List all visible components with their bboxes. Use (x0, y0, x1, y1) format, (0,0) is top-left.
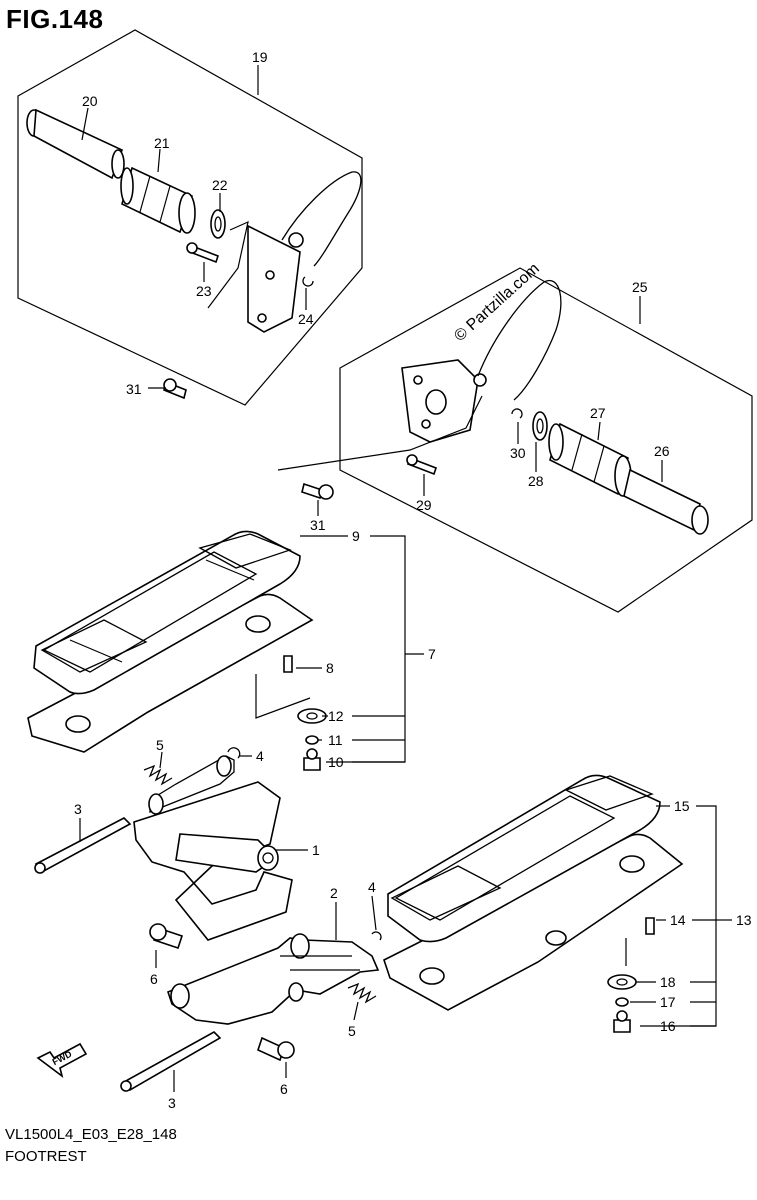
assembly-box-25 (339, 267, 753, 613)
callout-label: 17 (660, 994, 676, 1010)
callout-label: 31 (310, 517, 326, 533)
footpeg-assembly-left (26, 108, 362, 400)
callout-label: 27 (590, 405, 606, 421)
callout-label: 26 (654, 443, 670, 459)
callout-labels: 19 20 21 22 23 24 31 25 27 26 30 28 29 3… (74, 49, 752, 1111)
callout-label: 2 (330, 885, 338, 901)
callout-label: 7 (428, 646, 436, 662)
callout-label: 9 (352, 528, 360, 544)
fwd-arrow: FWD (36, 1042, 88, 1078)
callout-label: 12 (328, 708, 344, 724)
figure-name: FOOTREST (5, 1148, 87, 1165)
callout-label: 18 (660, 974, 676, 990)
callout-label: 24 (298, 311, 314, 327)
bracket-assembly-lower (120, 931, 382, 1092)
callout-label: 6 (280, 1081, 288, 1097)
leader-lines-upper-left (81, 107, 307, 389)
model-code: VL1500L4_E03_E28_148 (5, 1126, 177, 1143)
callout-label: 4 (368, 879, 376, 895)
callout-label: 3 (168, 1095, 176, 1111)
callout-label: 5 (348, 1023, 356, 1039)
callout-label: 6 (150, 971, 158, 987)
callout-label: 22 (212, 177, 228, 193)
callout-label: 29 (416, 497, 432, 513)
callout-label: 16 (660, 1018, 676, 1034)
callout-label: 31 (126, 381, 142, 397)
callout-label: 19 (252, 49, 268, 65)
callout-label: 10 (328, 754, 344, 770)
figure-title: FIG.148 (6, 4, 104, 34)
callout-label: 25 (632, 279, 648, 295)
callout-label: 8 (326, 660, 334, 676)
watermark-text: © Partzilla.com (451, 260, 542, 345)
callout-label: 4 (256, 748, 264, 764)
footboard-assembly-right (383, 774, 684, 1033)
leader-lines-right (277, 395, 663, 516)
callout-label: 20 (82, 93, 98, 109)
callout-label: 28 (528, 473, 544, 489)
callout-label: 30 (510, 445, 526, 461)
callout-label: 3 (74, 801, 82, 817)
footpeg-assembly-right (301, 279, 709, 535)
callout-label: 5 (156, 737, 164, 753)
callout-label: 15 (674, 798, 690, 814)
bracket-assembly-upper (34, 747, 293, 950)
callout-label: 13 (736, 912, 752, 928)
leader-lines-footboard-right (630, 805, 732, 1027)
callout-label: 14 (670, 912, 686, 928)
leader-lines-center (79, 751, 377, 1092)
assembly-box-19 (17, 29, 363, 406)
footboard-assembly-left (27, 530, 327, 771)
callout-label: 23 (196, 283, 212, 299)
callout-label: 1 (312, 842, 320, 858)
leader-lines-footboard-left (296, 535, 424, 763)
callout-label: 21 (154, 135, 170, 151)
callout-label: 11 (328, 732, 343, 748)
